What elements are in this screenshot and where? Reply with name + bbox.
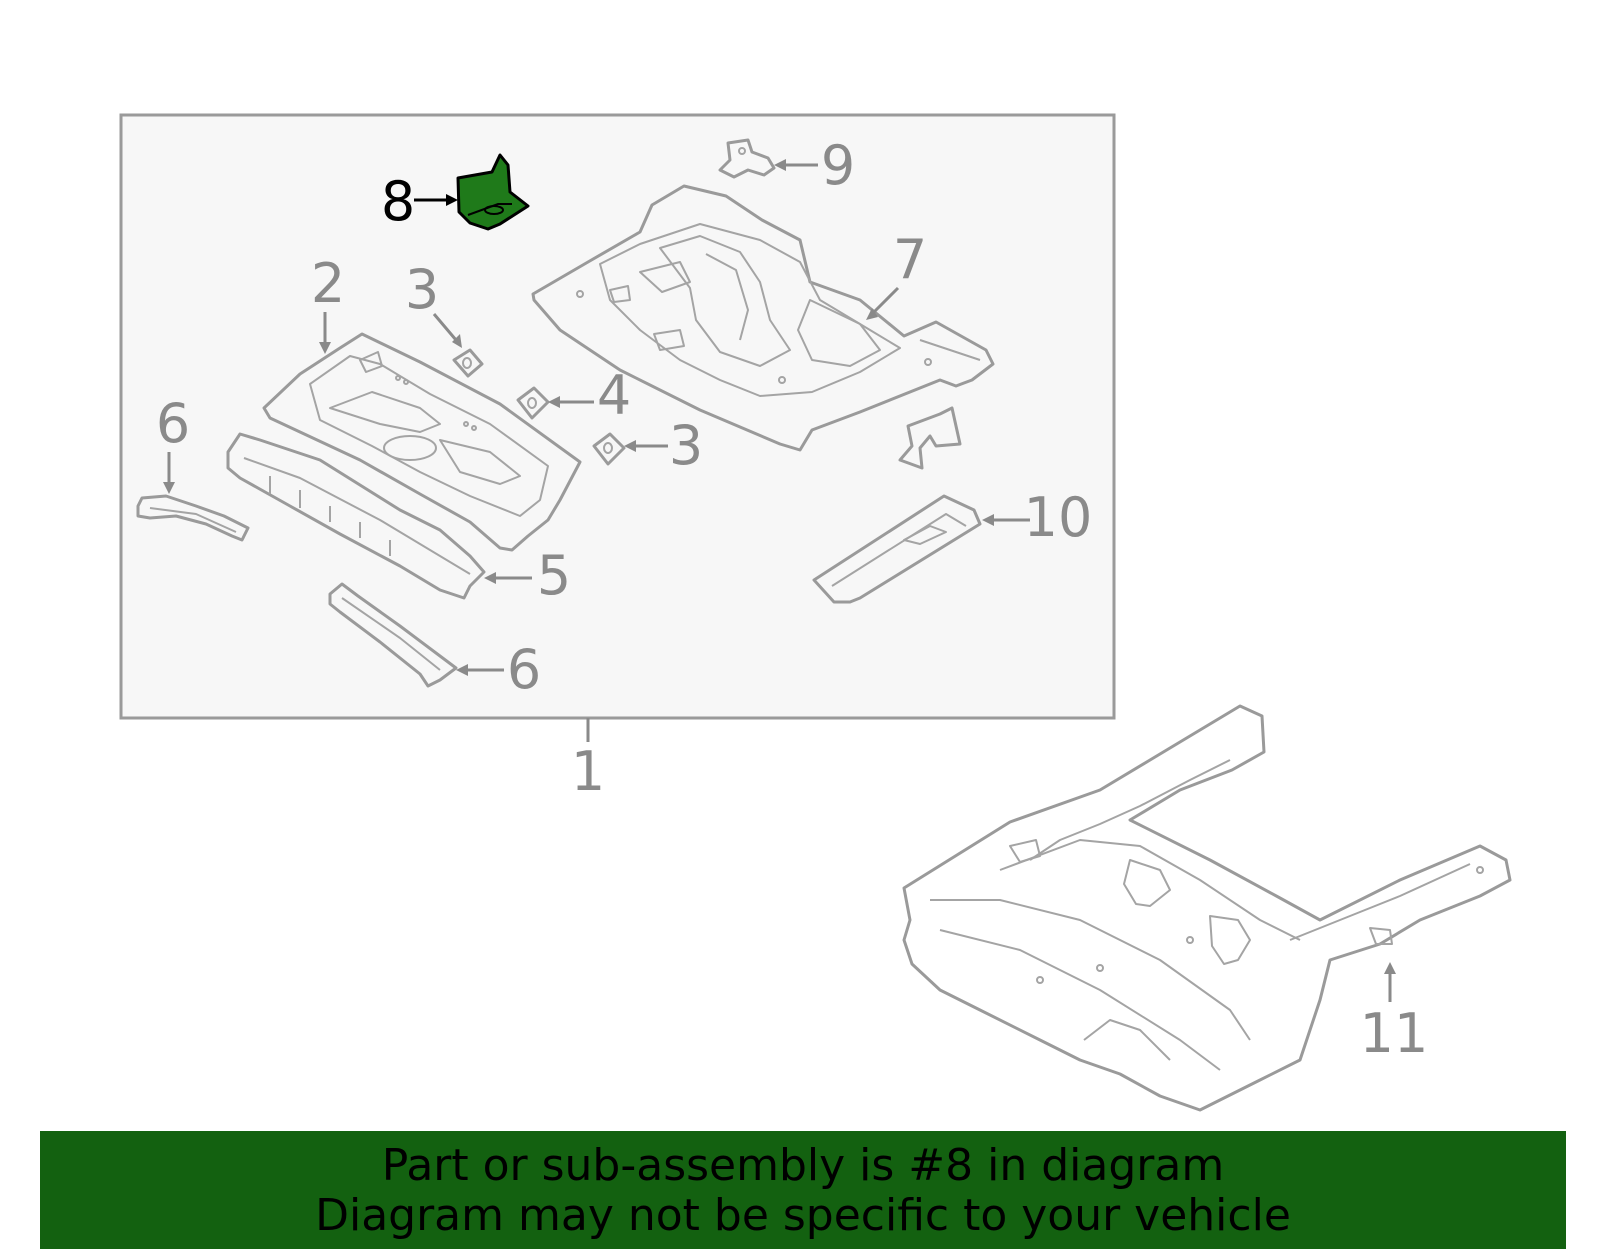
callout-7: 7 xyxy=(893,228,927,291)
part-7-side-bracket xyxy=(898,406,962,470)
callout-5: 5 xyxy=(537,544,571,607)
callout-10: 10 xyxy=(1024,486,1093,549)
arrow-9 xyxy=(774,159,786,171)
callout-4: 4 xyxy=(597,364,631,427)
part-6-rail-lower[interactable] xyxy=(328,582,458,688)
part-2-floor-pan[interactable] xyxy=(262,332,582,552)
arrow-7 xyxy=(866,308,878,320)
callout-9: 9 xyxy=(821,134,855,197)
arrow-3a xyxy=(452,334,462,348)
banner-line-2: Diagram may not be specific to your vehi… xyxy=(315,1190,1291,1241)
part-8-bracket[interactable] xyxy=(456,153,530,231)
arrow-11 xyxy=(1384,962,1396,974)
arrow-5 xyxy=(484,572,496,584)
arrow-10 xyxy=(982,514,994,526)
banner-line-1: Part or sub-assembly is #8 in diagram xyxy=(381,1140,1225,1191)
callout-6-left: 6 xyxy=(156,392,190,455)
callout-1: 1 xyxy=(571,740,605,803)
part-10-floor-plate[interactable] xyxy=(812,494,982,604)
assembly-box xyxy=(119,113,1116,720)
notice-banner: Part or sub-assembly is #8 in diagram Di… xyxy=(40,1131,1566,1249)
leader-7 xyxy=(870,286,900,316)
callout-6-lower: 6 xyxy=(507,638,541,701)
arrow-2 xyxy=(319,342,331,354)
part-3-plate-upper[interactable] xyxy=(452,348,484,378)
part-7-rear-floor[interactable] xyxy=(531,184,995,452)
callout-3-upper: 3 xyxy=(405,258,439,321)
leader-3a xyxy=(432,313,458,341)
part-11-underbody-frame[interactable] xyxy=(902,704,1512,1112)
arrow-4 xyxy=(548,396,560,408)
part-3-plate-lower[interactable] xyxy=(592,432,626,466)
callout-8: 8 xyxy=(381,170,415,233)
callout-11: 11 xyxy=(1360,1002,1429,1065)
arrow-6b xyxy=(456,664,468,676)
part-6-rail-left[interactable] xyxy=(136,494,250,542)
arrow-3b xyxy=(624,440,636,452)
part-9-bracket[interactable] xyxy=(718,138,776,179)
callout-2: 2 xyxy=(311,252,345,315)
part-5-cross-member[interactable] xyxy=(226,432,486,600)
callout-3-lower: 3 xyxy=(669,414,703,477)
arrow-8 xyxy=(446,194,458,206)
arrow-6a xyxy=(163,482,175,494)
